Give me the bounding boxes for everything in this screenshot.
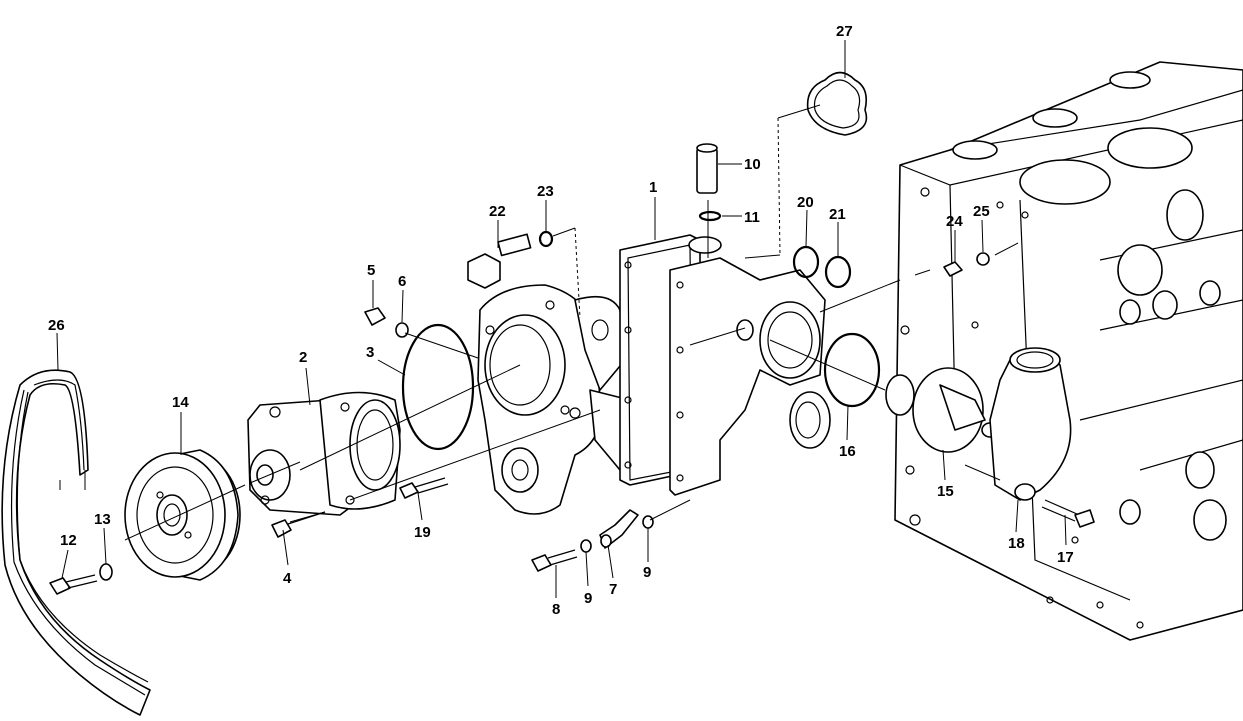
callout-5: 5 <box>367 262 375 279</box>
callout-14: 14 <box>172 394 189 411</box>
small-parts <box>49 71 1095 595</box>
callout-16: 16 <box>839 443 856 460</box>
callout-18: 18 <box>1008 535 1025 552</box>
pulley <box>124 449 241 581</box>
callout-27: 27 <box>836 23 853 40</box>
engine-block <box>894 61 1243 641</box>
callout-22: 22 <box>489 203 506 220</box>
callout-9b: 9 <box>643 564 651 581</box>
thermostat-housing <box>669 236 831 496</box>
callout-12: 12 <box>60 532 77 549</box>
callout-leaders <box>56 40 1067 598</box>
callout-25: 25 <box>973 203 990 220</box>
callout-24: 24 <box>946 213 963 230</box>
callout-4: 4 <box>283 570 292 587</box>
callout-17: 17 <box>1057 549 1074 566</box>
callout-2: 2 <box>299 349 307 366</box>
callout-3: 3 <box>366 344 374 361</box>
outlet-elbow <box>989 347 1072 501</box>
callout-13: 13 <box>94 511 111 528</box>
callout-19: 19 <box>414 524 431 541</box>
callout-10: 10 <box>744 156 761 173</box>
callout-23: 23 <box>537 183 554 200</box>
callout-8: 8 <box>552 601 560 618</box>
callout-15: 15 <box>937 483 954 500</box>
callout-21: 21 <box>829 206 846 223</box>
drive-belt <box>1 369 151 716</box>
callout-1: 1 <box>649 179 657 196</box>
callout-11: 11 <box>744 209 760 226</box>
callout-6: 6 <box>398 273 406 290</box>
callout-26: 26 <box>48 317 65 334</box>
thermostat <box>885 367 999 453</box>
callout-7: 7 <box>609 581 617 598</box>
callout-20: 20 <box>797 194 814 211</box>
water-pump <box>247 391 401 516</box>
assembly-lines <box>59 104 1019 541</box>
callout-9a: 9 <box>584 590 592 607</box>
o-ring-3 <box>401 323 475 451</box>
callouts: 1 2 3 4 5 6 7 8 9 9 10 11 12 13 14 15 16… <box>48 23 1074 618</box>
